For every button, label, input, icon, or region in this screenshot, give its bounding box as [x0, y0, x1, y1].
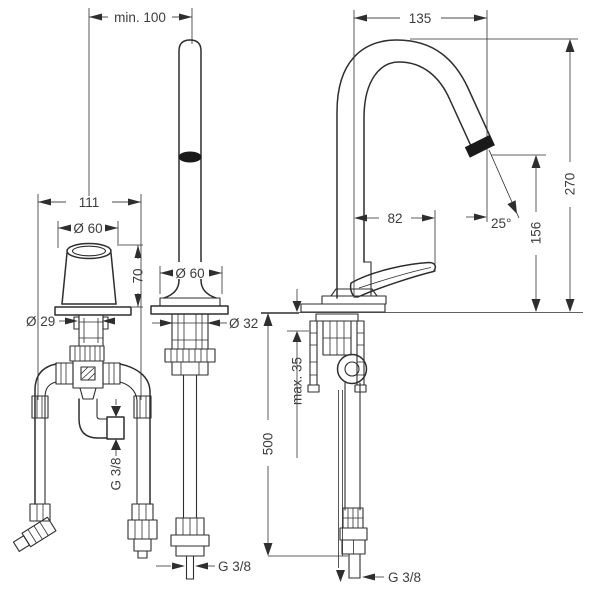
bracket-flange — [315, 313, 359, 322]
dim-hose-thread: G 3/8 — [362, 570, 421, 585]
left-hose-inner — [44, 381, 57, 505]
dim-handle-diameter-label: Ø 60 — [73, 221, 102, 236]
escutcheon-left — [163, 279, 180, 299]
right-hose-inner — [119, 381, 138, 505]
horseshoe-washer — [164, 348, 216, 363]
dim-spout-height-label: 270 — [563, 173, 578, 196]
hose-loop-inner — [344, 361, 360, 377]
dim-outlet-height-label: 156 — [529, 222, 544, 245]
handle-lever — [349, 261, 437, 298]
tee-left-nut — [55, 362, 74, 385]
elbow-outer — [78, 398, 108, 439]
right-hose-outer — [119, 363, 151, 505]
mounting-nut — [171, 361, 209, 376]
base-plate — [300, 303, 386, 313]
dim-handle-projection: 82 — [354, 211, 435, 226]
front-view-valve: min. 100 111 Ø 60 70 — [12, 8, 193, 559]
escutcheon-base — [159, 297, 221, 307]
dim-spout-thread-label: G 3/8 — [218, 559, 251, 574]
check-valve — [106, 416, 125, 440]
elbow-inner — [96, 398, 108, 420]
dim-handle-shank-diameter: Ø 29 — [26, 314, 115, 329]
dim-valve-thread-label: G 3/8 — [109, 457, 124, 490]
hose-tip — [137, 550, 148, 559]
flow-arrow-down — [111, 406, 121, 417]
hose-crimp — [131, 503, 154, 521]
dim-hose-thread-label: G 3/8 — [388, 570, 421, 585]
pipe-nut-step — [175, 545, 205, 557]
dim-max-thickness: max. 35 — [287, 289, 309, 458]
dim-min-clearance: min. 100 — [89, 8, 193, 44]
dim-spout-thread: G 3/8 — [156, 559, 251, 574]
hose-nut — [339, 527, 368, 541]
tee-body — [72, 360, 104, 389]
pipe-nut — [170, 534, 210, 547]
dim-escutcheon-diameter-label: Ø 60 — [175, 266, 204, 281]
side-view-faucet: 135 270 156 82 — [261, 10, 583, 585]
dim-escutcheon-diameter: Ø 60 — [159, 262, 223, 294]
clamp-screw — [102, 316, 109, 330]
hose-nut — [127, 519, 158, 540]
side-view-spout: Ø 60 Ø 32 G 3/8 — [150, 39, 258, 580]
hose-nut-step — [133, 538, 152, 552]
handle-lever-accent — [358, 267, 432, 289]
spout-pipe — [178, 39, 202, 281]
dim-handle-diameter: Ø 60 — [58, 221, 118, 236]
dim-valve-width-label: 111 — [79, 195, 100, 210]
left-hose-outer — [34, 363, 57, 505]
aerator-mark — [178, 151, 202, 163]
dim-spout-reach-label: 135 — [409, 11, 432, 26]
bracket-screw — [307, 384, 320, 393]
handle-top-inner-rim — [71, 245, 107, 257]
handle-body — [61, 252, 117, 305]
dim-valve-width: 111 — [38, 195, 141, 210]
dim-hose-length: 500 — [261, 313, 348, 557]
dim-outlet-height: 156 — [529, 155, 544, 312]
dim-max-thickness-label: max. 35 — [290, 357, 305, 405]
hose-braid — [133, 395, 152, 419]
spout-outer — [336, 39, 495, 299]
valve-shank — [78, 314, 104, 347]
dim-valve-thread: G 3/8 — [109, 457, 124, 490]
dim-spout-shank-diameter: Ø 32 — [152, 316, 258, 331]
handle-top-rim — [66, 242, 112, 260]
dim-outlet-angle: 25° — [466, 149, 520, 231]
dim-outlet-angle-label: 25° — [491, 216, 511, 231]
deck-slab — [150, 305, 229, 315]
dim-handle-height: 70 — [119, 244, 146, 308]
dim-handle-height-label: 70 — [131, 268, 146, 283]
escutcheon-right — [200, 279, 217, 299]
dim-hose-length-label: 500 — [261, 433, 276, 456]
flow-arrow-up — [111, 439, 121, 450]
dim-min-clearance-label: min. 100 — [114, 10, 166, 25]
hose-end-arrow — [336, 570, 345, 582]
spout-inner — [363, 61, 472, 263]
dim-spout-height: 270 — [563, 39, 578, 312]
reducer — [79, 387, 97, 400]
clamp-screw — [73, 316, 80, 330]
dim-handle-shank-label: Ø 29 — [26, 314, 55, 329]
spout-shank — [171, 313, 209, 350]
hose-braid — [31, 395, 49, 419]
hose-crimp — [29, 503, 51, 522]
spout-aerator-tip — [464, 134, 495, 158]
hose-loop-outer — [336, 353, 368, 385]
dim-spout-shank-label: Ø 32 — [229, 316, 258, 331]
angled-hose-nut — [12, 516, 57, 552]
deck-slab — [54, 306, 132, 316]
dim-handle-projection-label: 82 — [387, 211, 402, 226]
dim-spout-reach: 135 — [354, 11, 487, 26]
tee-right-nut — [102, 362, 121, 385]
